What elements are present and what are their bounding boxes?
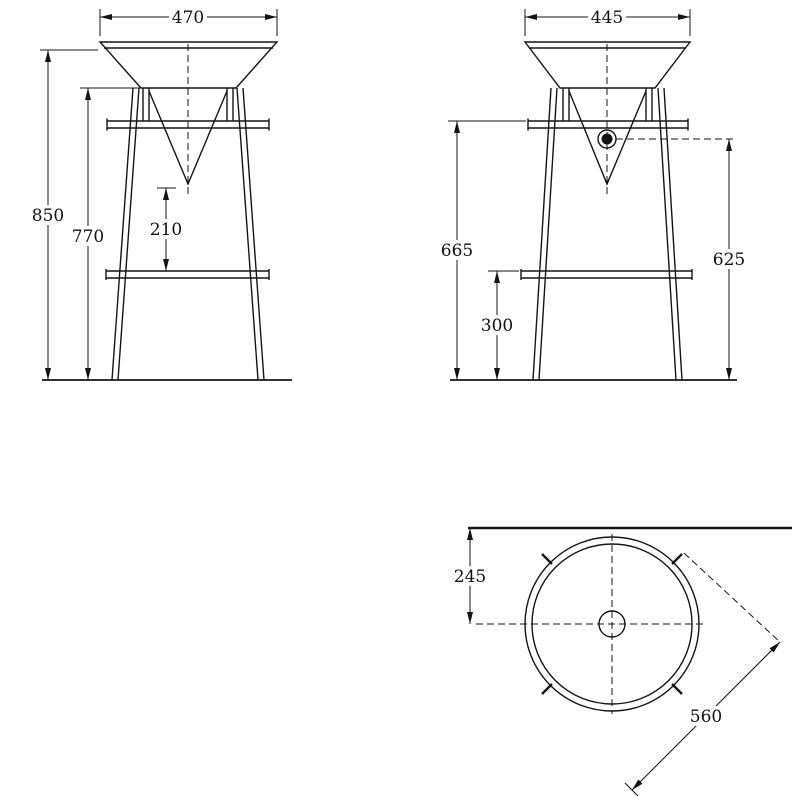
front-frame-posts xyxy=(142,88,234,121)
dim-plan-diagonal-label: 560 xyxy=(690,707,722,727)
dim-front-overall-height: 850 xyxy=(29,49,98,380)
dim-front-overall-height-label: 850 xyxy=(32,206,64,226)
dim-plan-wall-to-center-label: 245 xyxy=(454,567,486,587)
dim-front-top-width: 470 xyxy=(99,7,278,36)
side-cone xyxy=(568,90,647,186)
front-crossbar xyxy=(106,118,270,131)
front-shelf xyxy=(105,269,270,280)
dim-front-top-width-label: 470 xyxy=(172,8,204,28)
plan-centerlines xyxy=(476,534,706,714)
dim-side-drain-height: 625 xyxy=(616,138,748,380)
side-legs xyxy=(532,87,683,381)
dim-side-shelf-height: 300 xyxy=(478,270,519,380)
dim-front-frame-height-label: 770 xyxy=(72,227,104,247)
dim-side-drain-height-label: 625 xyxy=(713,250,745,270)
front-view: 470 850 770 210 xyxy=(29,7,292,381)
front-legs xyxy=(111,87,265,381)
dim-front-frame-height: 770 xyxy=(69,87,140,380)
front-cone xyxy=(148,90,228,186)
side-crossbar xyxy=(527,118,689,131)
dim-side-shelf-height-label: 300 xyxy=(481,316,513,336)
side-frame-posts xyxy=(562,88,653,121)
side-view: 445 665 625 300 xyxy=(438,7,748,381)
dim-side-crossbar-height: 665 xyxy=(438,120,526,380)
plan-view: 245 560 xyxy=(451,526,792,796)
dim-side-top-width-label: 445 xyxy=(591,8,623,28)
dim-front-cone-to-shelf: 210 xyxy=(147,187,185,271)
side-shelf xyxy=(520,269,693,280)
dim-plan-diagonal: 560 xyxy=(624,552,782,796)
dim-plan-wall-to-center: 245 xyxy=(451,528,489,624)
dim-side-top-width: 445 xyxy=(524,7,691,36)
dim-front-cone-to-shelf-label: 210 xyxy=(150,220,182,240)
dim-side-crossbar-height-label: 665 xyxy=(441,241,473,261)
